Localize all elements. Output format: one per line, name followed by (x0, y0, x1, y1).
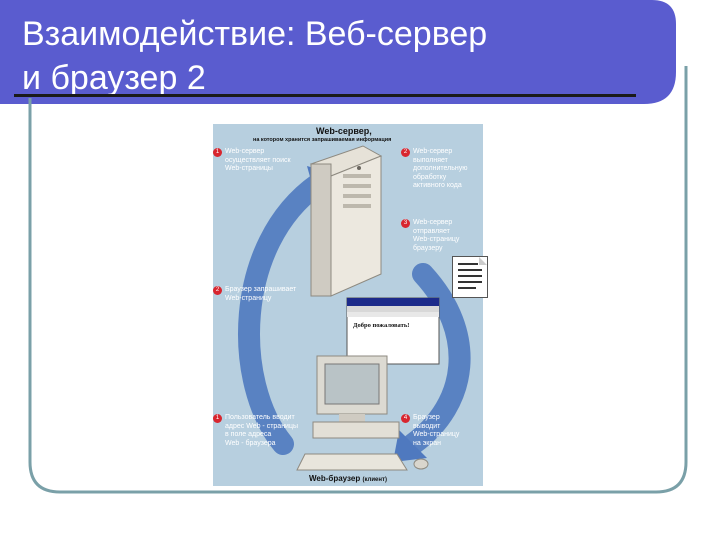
step-label-2-server: Web-сервер выполняет дополнительную обра… (413, 148, 468, 189)
step-badge-1: 1 (213, 148, 222, 157)
slide-title-line-1: Взаимодействие: Веб-сервер (22, 15, 488, 53)
step-label-2: Браузер запрашивает Web-страницу (225, 286, 297, 302)
right-arrow-head (393, 430, 427, 462)
diagram-artwork (238, 145, 471, 471)
right-cycle-arrow (402, 263, 471, 455)
client-monitor-icon (316, 355, 388, 422)
client-desktop-icon (296, 421, 429, 471)
step-badge-1-user: 1 (213, 414, 222, 423)
client-title: Web-браузер (клиент) (309, 474, 387, 483)
client-title-suffix: (клиент) (362, 477, 387, 483)
step-label-4: Браузер выводит Web-страницу на экран (413, 414, 460, 447)
slide-title: Взаимодействие: Веб-сервер и браузер 2 (22, 12, 487, 100)
title-underline (14, 94, 636, 97)
step-badge-3: 3 (401, 219, 410, 228)
left-cycle-arrow (238, 173, 329, 455)
server-subtitle: на котором хранится запрашиваемая информ… (253, 137, 392, 143)
step-label-1: Web-сервер осуществляет поиск Web-страни… (225, 148, 291, 172)
web-page-document-icon (452, 256, 488, 298)
step-badge-4: 4 (401, 414, 410, 423)
step-badge-2-server: 2 (401, 148, 410, 157)
browser-window-text: Добро пожаловать! (353, 322, 410, 329)
browser-window-icon (346, 297, 440, 365)
client-title-main: Web-браузер (309, 474, 361, 483)
mouse-icon (413, 458, 429, 470)
step-label-3: Web-сервер отправляет Web-страницу брауз… (413, 219, 460, 252)
step-badge-2: 2 (213, 286, 222, 295)
title-band (0, 0, 676, 104)
server-title: Web-сервер, (316, 126, 372, 136)
step-label-1-user: Пользователь вводит адрес Web - страницы… (225, 414, 299, 447)
web-server-browser-diagram: Web-сервер, на котором хранится запрашив… (213, 124, 483, 486)
slide-title-line-2: и браузер 2 (22, 59, 206, 97)
server-tower-icon (309, 145, 383, 297)
